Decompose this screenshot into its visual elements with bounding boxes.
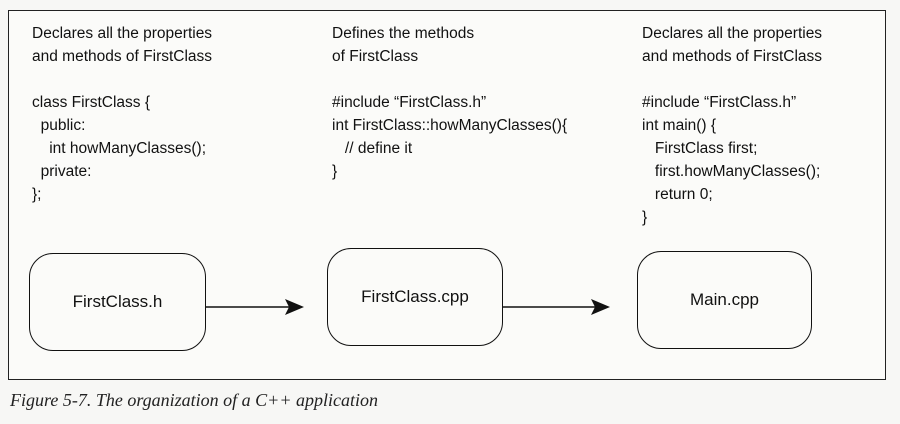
column-heading-line: and methods of FirstClass [32, 48, 213, 65]
code-line: public: [32, 117, 86, 134]
column-heading-line: Declares all the properties [32, 25, 213, 42]
column-heading-line: Declares all the properties [642, 25, 823, 42]
code-line: }; [32, 186, 42, 203]
code-line: // define it [332, 140, 413, 157]
file-box-label: FirstClass.cpp [361, 287, 469, 306]
figure-caption: Figure 5-7. The organization of a C++ ap… [10, 390, 378, 410]
code-line: int FirstClass::howManyClasses(){ [332, 117, 568, 134]
column-header-file: Declares all the properties and methods … [32, 22, 212, 206]
code-line: } [642, 209, 648, 226]
column-main-file: Declares all the properties and methods … [642, 22, 822, 229]
code-line: #include “FirstClass.h” [642, 94, 797, 111]
file-box-header: FirstClass.h [29, 253, 206, 351]
column-heading-line: and methods of FirstClass [642, 48, 823, 65]
code-line: FirstClass first; [642, 140, 758, 157]
code-line: #include “FirstClass.h” [332, 94, 487, 111]
code-line: int main() { [642, 117, 717, 134]
code-line: int howManyClasses(); [32, 140, 206, 157]
code-line: } [332, 163, 338, 180]
column-heading-line: Defines the methods [332, 25, 475, 42]
code-line: return 0; [642, 186, 713, 203]
file-box-label: FirstClass.h [72, 292, 163, 311]
file-box-main: Main.cpp [637, 251, 812, 349]
code-line: first.howManyClasses(); [642, 163, 821, 180]
column-heading-line: of FirstClass [332, 48, 419, 65]
code-line: class FirstClass { [32, 94, 150, 111]
code-line: private: [32, 163, 92, 180]
file-box-label: Main.cpp [690, 290, 759, 309]
file-box-implementation: FirstClass.cpp [327, 248, 503, 346]
column-implementation-file: Defines the methods of FirstClass #inclu… [332, 22, 567, 183]
